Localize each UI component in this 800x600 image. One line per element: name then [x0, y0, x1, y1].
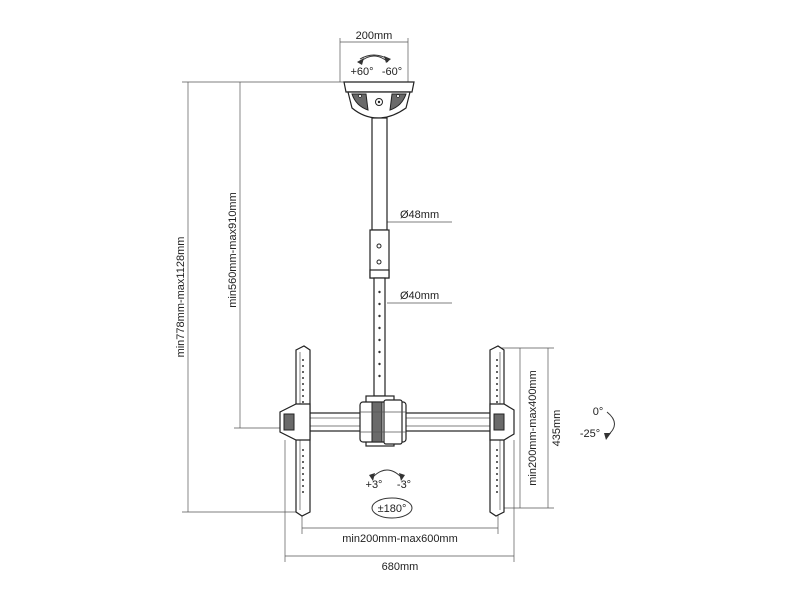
label-pole-height: min560mm-max910mm: [227, 192, 239, 308]
label-tilt-down: -25°: [580, 428, 600, 440]
label-total-width: 680mm: [382, 561, 419, 573]
label-upper-tube-diameter: Ø48mm: [400, 209, 439, 221]
label-total-height: min778mm-max1128mm: [175, 237, 187, 358]
dimension-lines: [182, 38, 554, 562]
label-horizontal-hole-pattern: min200mm-max600mm: [342, 533, 458, 545]
rotation-180-icon: [371, 497, 413, 519]
label-top-rotation-neg: -60°: [382, 66, 402, 78]
mount-drawing: [279, 81, 515, 517]
label-top-rotation-pos: +60°: [350, 66, 373, 78]
label-arm-height: 435mm: [551, 410, 563, 447]
label-tilt-up: 0°: [593, 406, 604, 418]
label-vertical-hole-pattern: min200mm-max400mm: [527, 370, 539, 486]
label-top-plate-width: 200mm: [356, 30, 393, 42]
rotation-arrows: [357, 54, 615, 519]
tilt-arrow-icon: [606, 411, 615, 437]
label-swivel-neg: -3°: [397, 479, 411, 491]
label-swivel-pos: +3°: [366, 479, 383, 491]
dimension-labels: 200mm +60° -60° Ø48mm Ø40mm min778mm-max…: [175, 30, 603, 573]
swivel-arrow-icon: [371, 469, 403, 479]
label-lower-tube-diameter: Ø40mm: [400, 290, 439, 302]
label-rotation: ±180°: [378, 503, 407, 515]
